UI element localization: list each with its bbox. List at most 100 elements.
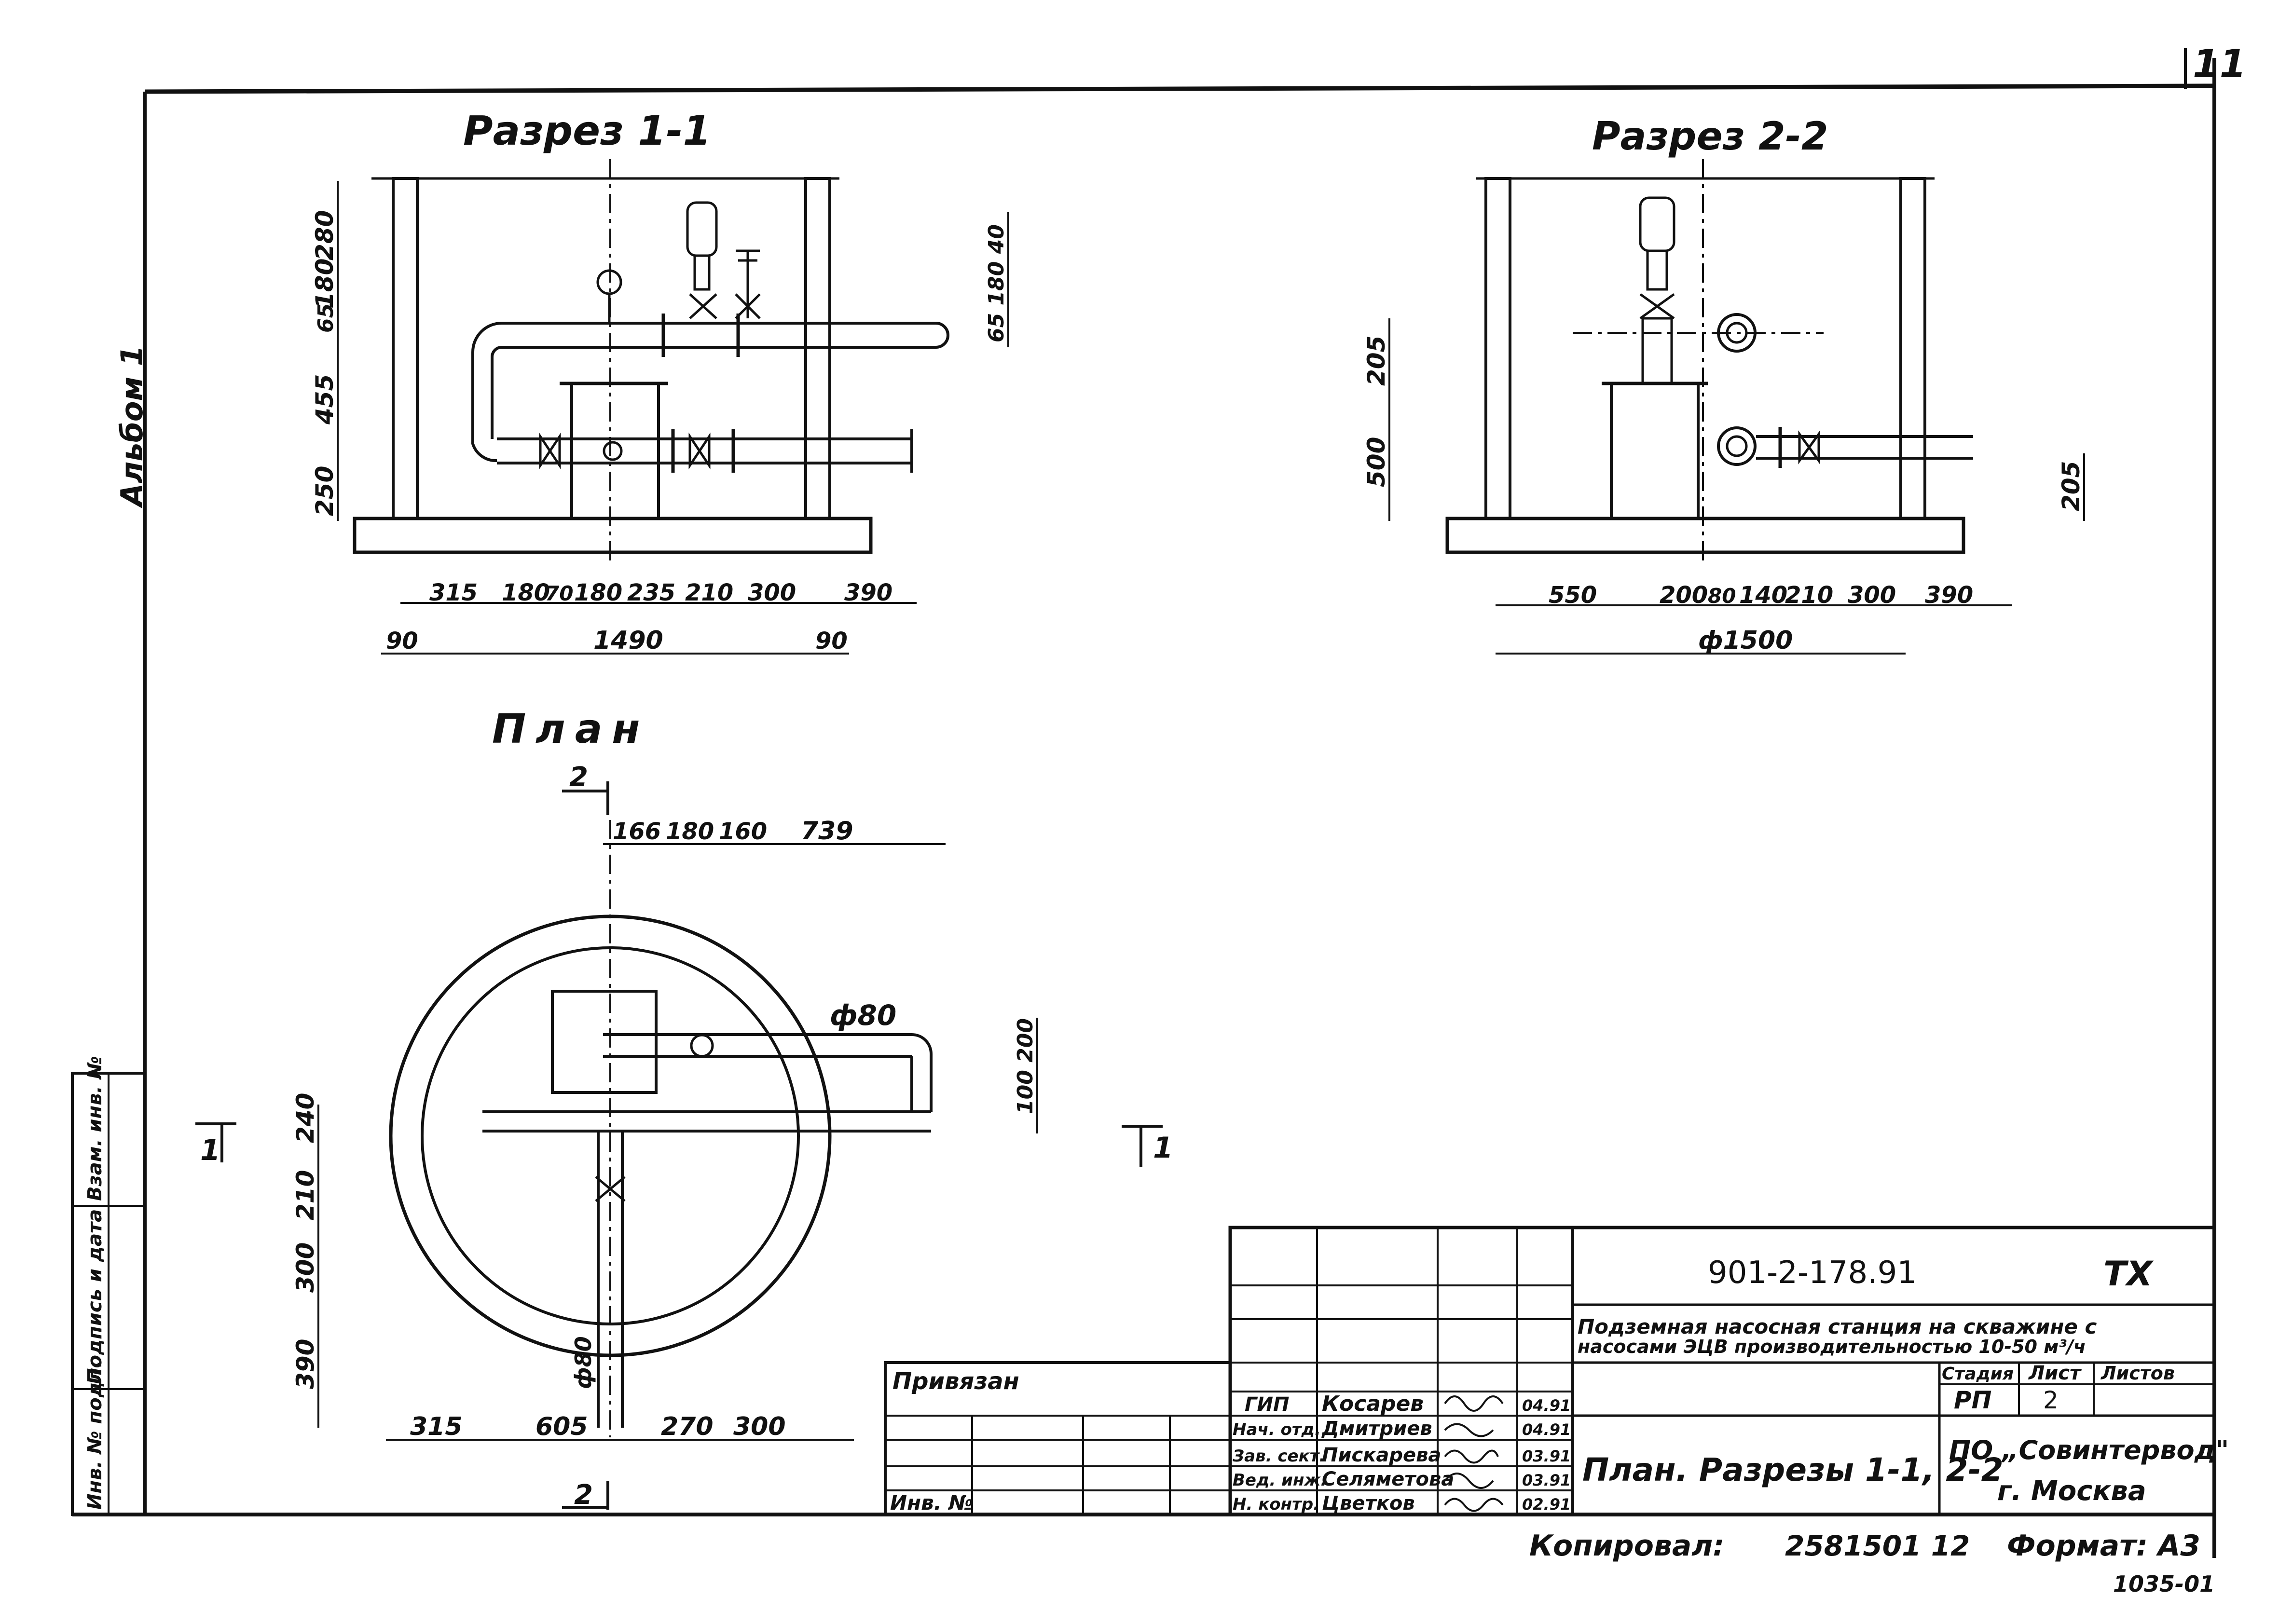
- plan-pipe-lower: [482, 1110, 931, 1133]
- section-1-1-check-gauge: [603, 441, 623, 461]
- cut-mark-2-top: 2: [562, 762, 609, 815]
- s1-dim-h-6: 210: [685, 579, 733, 606]
- section-2-2-motor: [1639, 196, 1675, 252]
- staff-role-2: Нач. отд.: [1233, 1420, 1321, 1439]
- s1-dim-h-8: 390: [844, 579, 892, 606]
- tb-col-sheet: Лист: [2028, 1362, 2082, 1384]
- plan-gauge: [690, 1034, 714, 1058]
- album-label: Альбом 1: [114, 345, 150, 509]
- tb-sheet-no: 2: [2043, 1386, 2059, 1414]
- s2-dim-h-1: 550: [1549, 582, 1597, 609]
- section-1-1-motor: [686, 201, 718, 257]
- section-2-2-lower-pipe-end: [1717, 426, 1757, 466]
- s1-dim-h-3: 70: [545, 582, 573, 605]
- staff-role-5: Н. контр.: [1233, 1495, 1319, 1514]
- staff-date-1: 04.91: [1522, 1396, 1571, 1415]
- tb-privyazan: Привязан: [892, 1368, 1019, 1395]
- plan-dim-right: 100 200: [1013, 1018, 1038, 1114]
- s1-dim-h-2: 180: [502, 579, 550, 606]
- staff-name-4: Селяметова: [1322, 1468, 1454, 1490]
- plan-view: План ф80 ф80 166 180 160 739 100 200 240…: [195, 705, 1173, 1511]
- tb-col-sheets: Листов: [2101, 1363, 2175, 1384]
- stamp-replacement-inv: Взам. инв. №: [84, 1056, 106, 1201]
- s1-dim-h-7: 300: [748, 579, 796, 606]
- plan-dim-left-4: 390: [291, 1339, 319, 1389]
- tb-inv-no: Инв. №: [890, 1491, 973, 1515]
- section-1-1-lower-valve-1: [539, 432, 561, 470]
- staff-date-2: 04.91: [1522, 1420, 1571, 1439]
- s1-dim-v-3: 65: [314, 303, 338, 333]
- section-1-1-left-wall: [392, 177, 419, 520]
- staff-name-2: Дмитриев: [1321, 1418, 1432, 1440]
- staff-role-4: Вед. инж.: [1233, 1471, 1327, 1490]
- plan-dim-top-4: 739: [801, 817, 853, 846]
- plan-dim-left-1: 240: [291, 1093, 319, 1143]
- s1-dim-v-2: 180: [311, 259, 339, 309]
- section-2-2-well-casing: [1610, 382, 1700, 520]
- tb-format: Формат: А3: [2007, 1529, 2200, 1563]
- tb-drawing-title: План. Разрезы 1-1, 2-2: [1582, 1451, 2004, 1488]
- section-2-2-title: Разрез 2-2: [1592, 114, 1828, 159]
- plan-dim-top-2: 180: [666, 818, 714, 845]
- s1-dim-total-2: 1490: [593, 626, 663, 655]
- plan-title: План: [492, 705, 650, 752]
- s2-dim-h-3: 80: [1708, 584, 1736, 608]
- s1-dim-total-1: 90: [386, 628, 418, 655]
- tb-org-2: г. Москва: [1997, 1475, 2146, 1507]
- plan-dim-left-2: 210: [291, 1170, 319, 1220]
- tb-project-name-2: насосами ЭЦВ производительностью 10-50 м…: [1578, 1336, 2086, 1357]
- s1-dim-h-5: 235: [627, 579, 675, 606]
- staff-role-3: Зав. сект.: [1232, 1447, 1325, 1466]
- page-number: 11: [2193, 41, 2246, 86]
- tb-copied-value: 2581501 12: [1785, 1529, 1970, 1562]
- section-2-2-left-wall: [1484, 177, 1511, 520]
- staff-date-3: 03.91: [1522, 1447, 1571, 1465]
- plan-dim-bottom-2: 605: [535, 1412, 588, 1441]
- plan-dim-bottom-4: 300: [733, 1412, 786, 1441]
- s2-dim-right: 205: [2057, 461, 2085, 511]
- section-1-1-lower-pipe: [497, 437, 912, 464]
- tb-stage: РП: [1954, 1386, 1992, 1414]
- s1-dim-v-1: 280: [311, 210, 339, 260]
- section-2-2-outlet-pipe: [1756, 435, 1973, 460]
- staff-role-1: ГИП: [1245, 1393, 1289, 1416]
- cut-mark-1-left: 1: [195, 1122, 236, 1167]
- tb-project-name-1: Подземная насосная станция на скважине с: [1578, 1315, 2097, 1338]
- staff-name-1: Косарев: [1322, 1392, 1424, 1416]
- s2-dim-h-7: 390: [1925, 582, 1973, 609]
- svg-text:1: 1: [1153, 1131, 1173, 1165]
- plan-diameter-label: ф80: [830, 999, 896, 1032]
- staff-date-5: 02.91: [1522, 1495, 1571, 1514]
- s2-dim-h-4: 140: [1739, 582, 1787, 609]
- tb-col-stage: Стадия: [1942, 1364, 2014, 1384]
- tb-doc-mark: ТХ: [2103, 1254, 2154, 1294]
- svg-text:2: 2: [574, 1479, 593, 1511]
- s2-dim-v-2: 500: [1362, 437, 1390, 487]
- section-2-2-right-wall: [1899, 177, 1926, 520]
- section-1-1-pressure-gauge: [596, 269, 622, 295]
- section-1-1-base-slab: [353, 517, 873, 554]
- title-block: Привязан Инв. № 901-2-178.91 ТХ Подземна…: [884, 1226, 2229, 1563]
- section-2-2-upper-pipe-end: [1717, 313, 1757, 353]
- plan-dim-left-3: 300: [291, 1242, 319, 1293]
- section-2-2-outlet-valve: [1798, 430, 1820, 464]
- s1-dim-v-4: 455: [311, 374, 339, 425]
- section-1-1-lower-valve-2: [688, 432, 711, 470]
- section-1-1-air-valve: [735, 249, 761, 319]
- stamp-inv-no: Инв. № подл.: [84, 1360, 106, 1510]
- svg-text:2: 2: [569, 762, 588, 793]
- plan-dim-bottom-1: 315: [410, 1412, 463, 1441]
- s1-dim-h-1: 315: [429, 579, 478, 606]
- cut-mark-2-bottom: 2: [562, 1479, 609, 1511]
- plan-dim-top-3: 160: [719, 818, 767, 845]
- s2-dim-h-6: 300: [1848, 582, 1896, 609]
- staff-name-3: Пискарева: [1322, 1444, 1441, 1466]
- plan-outlet-valve: [595, 1176, 626, 1202]
- s1-dim-v-5: 250: [311, 466, 339, 516]
- section-1-1-title: Разрез 1-1: [463, 107, 711, 154]
- section-1-1: Разрез 1-1 280: [311, 107, 1009, 655]
- plan-dim-top-1: 166: [613, 818, 661, 845]
- s1-dim-h-4: 180: [574, 579, 622, 606]
- tb-doc-code: 901-2-178.91: [1708, 1255, 1917, 1291]
